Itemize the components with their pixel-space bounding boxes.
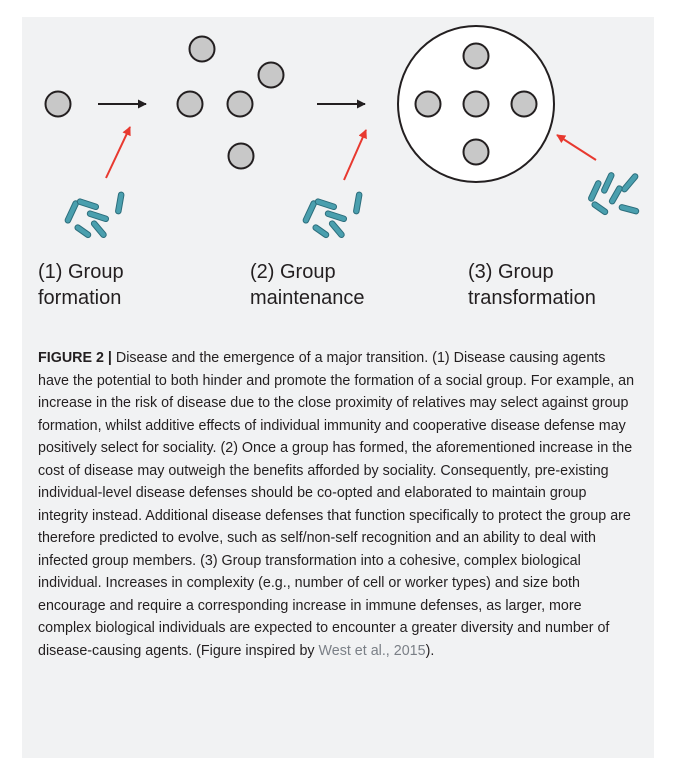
stage-formation xyxy=(44,90,147,239)
figure-panel xyxy=(22,17,654,758)
stage-transformation xyxy=(397,25,640,216)
cell-icon xyxy=(414,90,442,118)
disease-arrow-icon xyxy=(556,134,597,161)
cell-icon xyxy=(176,90,204,118)
stage-label-line: formation xyxy=(38,287,122,309)
cell-icon xyxy=(462,138,490,166)
stage-label-maintenance: (2) Group maintenance xyxy=(250,259,365,311)
cell-icon xyxy=(510,90,538,118)
cell-icon xyxy=(227,142,255,170)
caption-text-end: ). xyxy=(425,642,435,659)
figure-caption: FIGURE 2 | Disease and the emergence of … xyxy=(38,347,638,662)
cell-icon xyxy=(462,42,490,70)
stage-label-line: (2) Group xyxy=(250,261,336,283)
stage-label-line: (3) Group xyxy=(468,261,554,283)
stage-label-line: transformation xyxy=(468,287,596,309)
disease-arrow-icon xyxy=(343,129,367,181)
pathogen-cluster-icon xyxy=(302,191,363,239)
stage-label-line: (1) Group xyxy=(38,261,124,283)
stage-label-transformation: (3) Group transformation xyxy=(468,259,596,311)
stage-maintenance xyxy=(176,35,367,239)
cell-icon xyxy=(462,90,490,118)
pathogen-cluster-icon xyxy=(588,172,640,216)
figure-number: FIGURE 2 | xyxy=(38,350,112,367)
cell-icon xyxy=(226,90,254,118)
citation-link[interactable]: West et al., 2015 xyxy=(318,642,426,659)
cell-icon xyxy=(188,35,216,63)
figure-diagram xyxy=(44,25,640,239)
caption-text: Disease and the emergence of a major tra… xyxy=(38,350,635,659)
disease-arrow-icon xyxy=(105,126,131,179)
stage-label-formation: (1) Group formation xyxy=(38,259,124,311)
stage-label-line: maintenance xyxy=(250,287,365,309)
cell-icon xyxy=(257,61,285,89)
pathogen-cluster-icon xyxy=(64,191,125,239)
cell-icon xyxy=(44,90,72,118)
